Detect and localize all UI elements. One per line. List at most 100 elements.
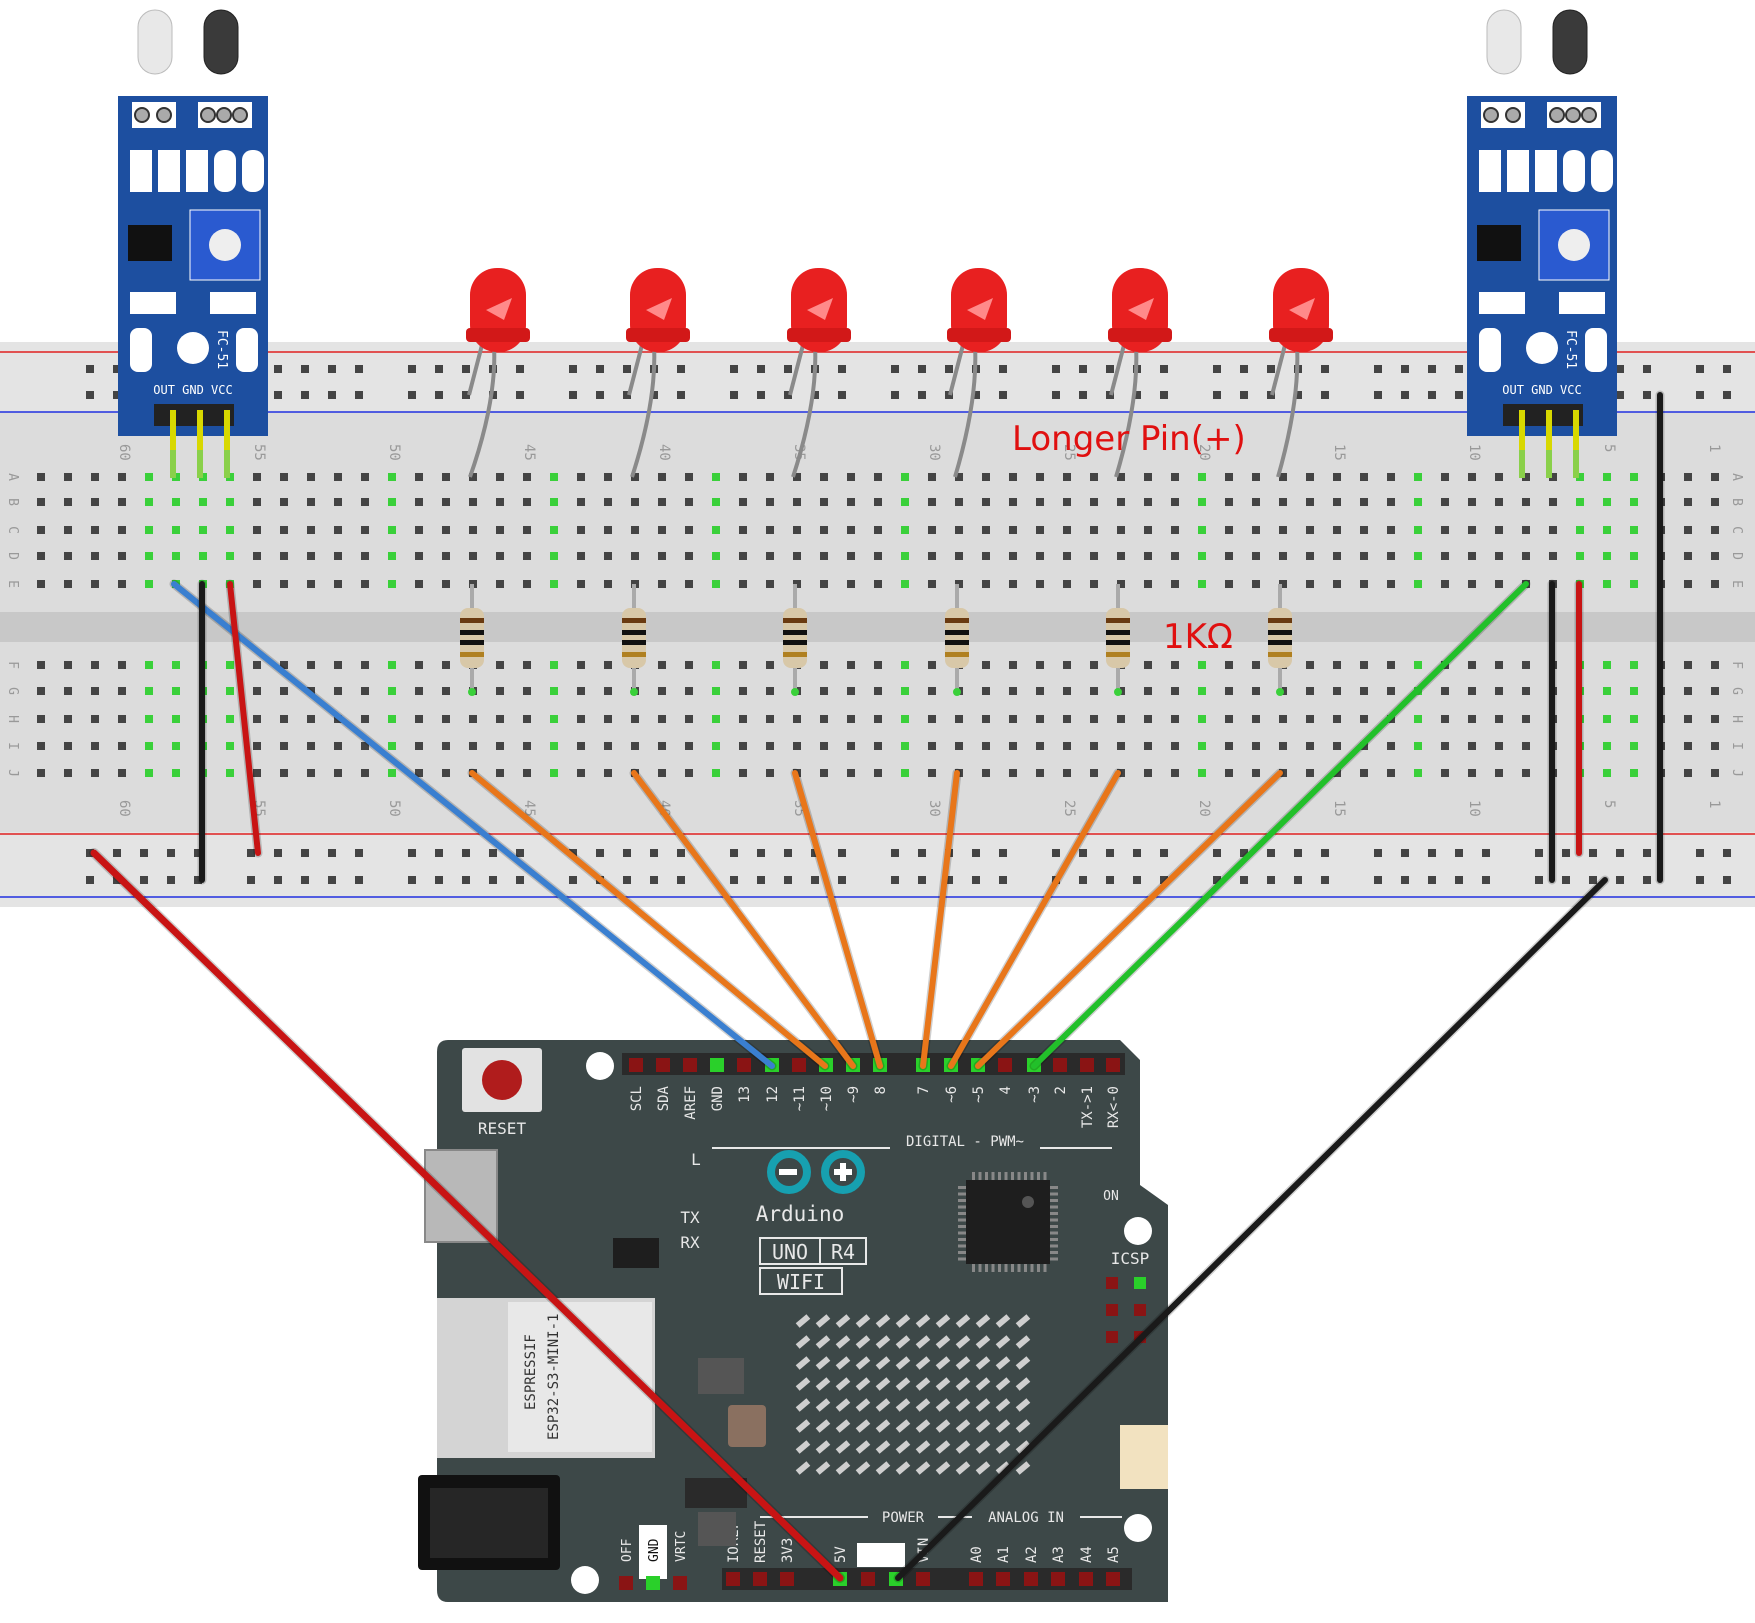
matrix-led — [1015, 1377, 1031, 1391]
breadboard-hole — [928, 552, 936, 560]
rail-hole — [838, 365, 846, 373]
mcu-pin — [1050, 1218, 1058, 1222]
breadboard-hole — [361, 473, 369, 481]
resistor-band — [1106, 630, 1130, 635]
breadboard-hole — [712, 526, 720, 534]
digital-pin-label: GND — [710, 1086, 726, 1111]
breadboard-hole — [955, 498, 963, 506]
breadboard-hole — [1090, 580, 1098, 588]
matrix-led — [955, 1335, 971, 1349]
red-led — [1108, 268, 1172, 478]
breadboard-hole — [1333, 715, 1341, 723]
rail-hole — [838, 849, 846, 857]
resistor-annotation: 1KΩ — [1163, 617, 1233, 657]
breadboard-hole — [550, 552, 558, 560]
power-pin-GND — [861, 1572, 875, 1586]
matrix-led — [995, 1356, 1011, 1370]
breadboard-hole — [415, 769, 423, 777]
led-rim — [947, 328, 1011, 342]
sensor-pin-labels: OUT GND VCC — [1502, 383, 1581, 397]
mcu-pin — [1050, 1244, 1058, 1248]
smd-component — [242, 150, 264, 192]
breadboard-hole — [1333, 580, 1341, 588]
digital-pin-label: SDA — [656, 1085, 672, 1111]
matrix-led — [875, 1356, 891, 1370]
breadboard-hole — [118, 661, 126, 669]
breadboard-hole — [1441, 498, 1449, 506]
breadboard-hole — [1252, 742, 1260, 750]
smd-component — [1479, 150, 1501, 192]
rail-hole — [86, 876, 94, 884]
breadboard-hole — [172, 661, 180, 669]
breadboard-hole — [1090, 661, 1098, 669]
breadboard-hole — [1414, 580, 1422, 588]
bottom-power-rail — [0, 832, 1755, 907]
breadboard-hole — [793, 526, 801, 534]
wire-black-gnd-arduino — [895, 877, 1608, 1581]
breadboard-hole — [1306, 661, 1314, 669]
row-letter: J — [5, 769, 20, 777]
breadboard-hole — [1225, 715, 1233, 723]
rail-hole — [1696, 849, 1704, 857]
breadboard-hole — [1117, 498, 1125, 506]
breadboard-hole — [1603, 552, 1611, 560]
breadboard-hole — [685, 473, 693, 481]
breadboard-hole — [1414, 473, 1422, 481]
breadboard-hole — [253, 498, 261, 506]
breadboard-hole — [1684, 498, 1692, 506]
matrix-led — [855, 1314, 871, 1328]
breadboard-hole — [1198, 498, 1206, 506]
mcu-pin — [1011, 1264, 1014, 1272]
rail-hole — [408, 391, 416, 399]
rail-hole — [113, 391, 121, 399]
breadboard-hole — [1063, 580, 1071, 588]
matrix-led — [1015, 1335, 1031, 1349]
rail-hole — [1160, 876, 1168, 884]
resistor-band — [460, 630, 484, 635]
rail-hole — [730, 876, 738, 884]
rail-hole — [1723, 391, 1731, 399]
crystal — [728, 1405, 766, 1447]
breadboard-hole — [37, 473, 45, 481]
breadboard-hole — [685, 661, 693, 669]
breadboard-hole — [37, 715, 45, 723]
breadboard-hole — [847, 661, 855, 669]
rail-hole — [167, 849, 175, 857]
rail-hole — [355, 391, 363, 399]
breadboard-hole — [1441, 769, 1449, 777]
breadboard-hole — [361, 661, 369, 669]
indicator-led — [1479, 328, 1501, 372]
red-led — [947, 268, 1011, 478]
mcu-pin — [1011, 1172, 1014, 1180]
breadboard-hole — [1225, 742, 1233, 750]
breadboard-hole — [1630, 715, 1638, 723]
breadboard-hole — [334, 526, 342, 534]
rail-hole — [891, 849, 899, 857]
row-letter: E — [5, 580, 20, 588]
r4-label: R4 — [831, 1240, 855, 1264]
breadboard-hole — [1630, 661, 1638, 669]
breadboard-hole — [523, 661, 531, 669]
rail-hole — [811, 849, 819, 857]
sensor-pin — [1581, 107, 1597, 123]
digital-pin-SDA — [656, 1058, 670, 1072]
smd-component — [1479, 292, 1525, 314]
mcu-pin — [1050, 1192, 1058, 1196]
resistor-band — [622, 618, 646, 623]
breadboard-hole — [1063, 769, 1071, 777]
row-letter: H — [1729, 715, 1744, 723]
breadboard-hole — [1711, 742, 1719, 750]
breadboard-hole — [37, 661, 45, 669]
mcu-pin — [958, 1192, 966, 1196]
breadboard-hole — [820, 715, 828, 723]
breadboard-hole — [91, 580, 99, 588]
arduino-board: RESET ESPRESSIF ESP32-S3-MINI-1 Arduino … — [418, 1040, 1168, 1602]
rail-hole — [1267, 391, 1275, 399]
esp32-model: ESP32-S3-MINI-1 — [546, 1314, 562, 1440]
mcu-dot — [1022, 1196, 1034, 1208]
matrix-led — [835, 1419, 851, 1433]
breadboard-hole — [793, 715, 801, 723]
reset-button[interactable] — [482, 1060, 522, 1100]
resistor-band — [783, 618, 807, 623]
